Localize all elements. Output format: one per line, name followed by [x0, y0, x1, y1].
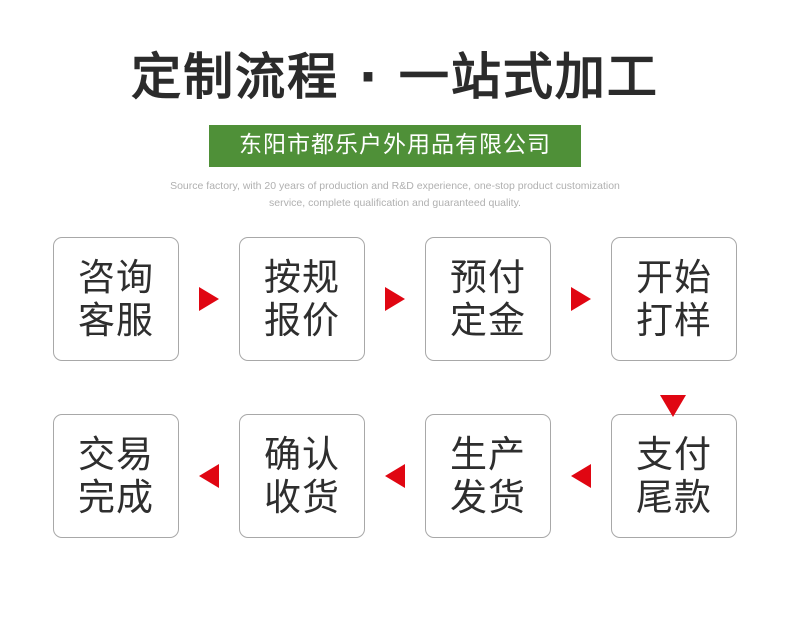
arrow-left-icon	[199, 464, 219, 489]
arrow-cell-6	[179, 464, 239, 489]
step-box-4: 开始 打样	[611, 237, 737, 362]
step-box-3-line2: 定金	[450, 299, 526, 343]
step-box-3-line1: 预付	[450, 255, 526, 299]
arrow-left-icon	[385, 464, 405, 489]
step-box-7-line1: 确认	[264, 432, 340, 476]
page-header: 定制流程 · 一站式加工 东阳市都乐户外用品有限公司 Source factor…	[0, 0, 790, 212]
flow-row-top: 咨询 客服 按规 报价 预付 定金 开始 打样	[0, 237, 790, 362]
step-box-4-line2: 打样	[636, 299, 712, 343]
arrow-cell-4	[551, 464, 611, 489]
step-box-6: 生产 发货	[425, 414, 551, 539]
flow-row-bottom: 交易 完成 确认 收货 生产 发货 支付 尾款	[0, 414, 790, 539]
step-box-6-line2: 发货	[450, 476, 526, 520]
step-box-7-line2: 收货	[264, 476, 340, 520]
step-box-2: 按规 报价	[239, 237, 365, 362]
step-box-2-line2: 报价	[264, 299, 340, 343]
arrow-right-icon	[571, 287, 591, 312]
step-box-1-line1: 咨询	[78, 255, 154, 299]
arrow-cell-2	[365, 287, 425, 312]
arrow-cell-1	[179, 287, 239, 312]
step-box-8-line1: 交易	[78, 432, 154, 476]
step-box-6-line1: 生产	[450, 432, 526, 476]
process-flow-diagram: 咨询 客服 按规 报价 预付 定金 开始 打样 交易 完	[0, 237, 790, 539]
step-box-1-line2: 客服	[78, 299, 154, 343]
step-box-5: 支付 尾款	[611, 414, 737, 539]
arrow-right-icon	[385, 287, 405, 312]
step-box-7: 确认 收货	[239, 414, 365, 539]
company-name-banner: 东阳市都乐户外用品有限公司	[209, 125, 581, 167]
step-box-4-line1: 开始	[636, 255, 712, 299]
step-box-8: 交易 完成	[53, 414, 179, 539]
step-box-3: 预付 定金	[425, 237, 551, 362]
arrow-cell-3	[551, 287, 611, 312]
arrow-cell-5	[365, 464, 425, 489]
step-box-5-line1: 支付	[636, 432, 712, 476]
step-box-5-line2: 尾款	[636, 476, 712, 520]
arrow-right-icon	[199, 287, 219, 312]
step-box-1: 咨询 客服	[53, 237, 179, 362]
arrow-left-icon	[571, 464, 591, 489]
step-box-8-line2: 完成	[78, 476, 154, 520]
step-box-2-line1: 按规	[264, 255, 340, 299]
company-banner-container: 东阳市都乐户外用品有限公司	[0, 125, 790, 167]
page-title: 定制流程 · 一站式加工	[131, 48, 659, 106]
subtitle-text: Source factory, with 20 years of product…	[170, 179, 620, 210]
